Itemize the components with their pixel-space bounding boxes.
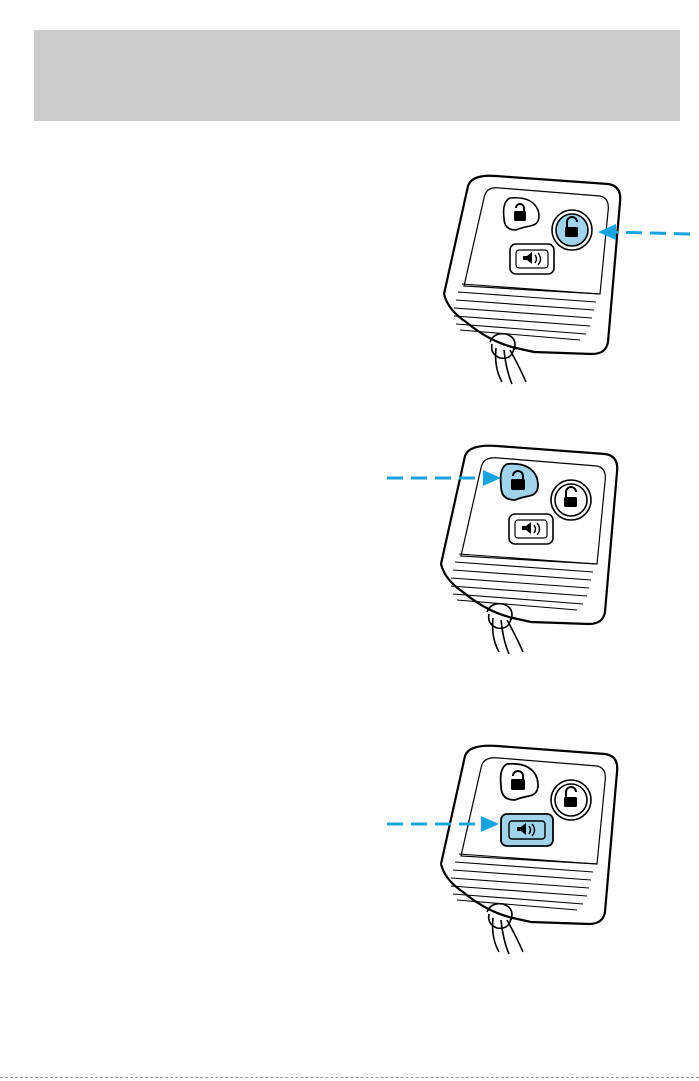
panic-button (501, 814, 553, 846)
panic-button (509, 514, 553, 544)
unlock-button (551, 780, 591, 820)
unlock-button (552, 210, 592, 250)
arrow-indicator (387, 470, 501, 486)
header-band (34, 30, 680, 121)
remote-fob-unlock (440, 172, 699, 388)
remote-fob-lock (385, 442, 635, 658)
unlock-button (551, 480, 591, 520)
panic-button (510, 244, 554, 274)
arrow-indicator (387, 816, 499, 832)
remote-fob-panic (385, 742, 635, 958)
arrow-indicator (598, 224, 690, 240)
page-bottom-rule (0, 1077, 699, 1078)
